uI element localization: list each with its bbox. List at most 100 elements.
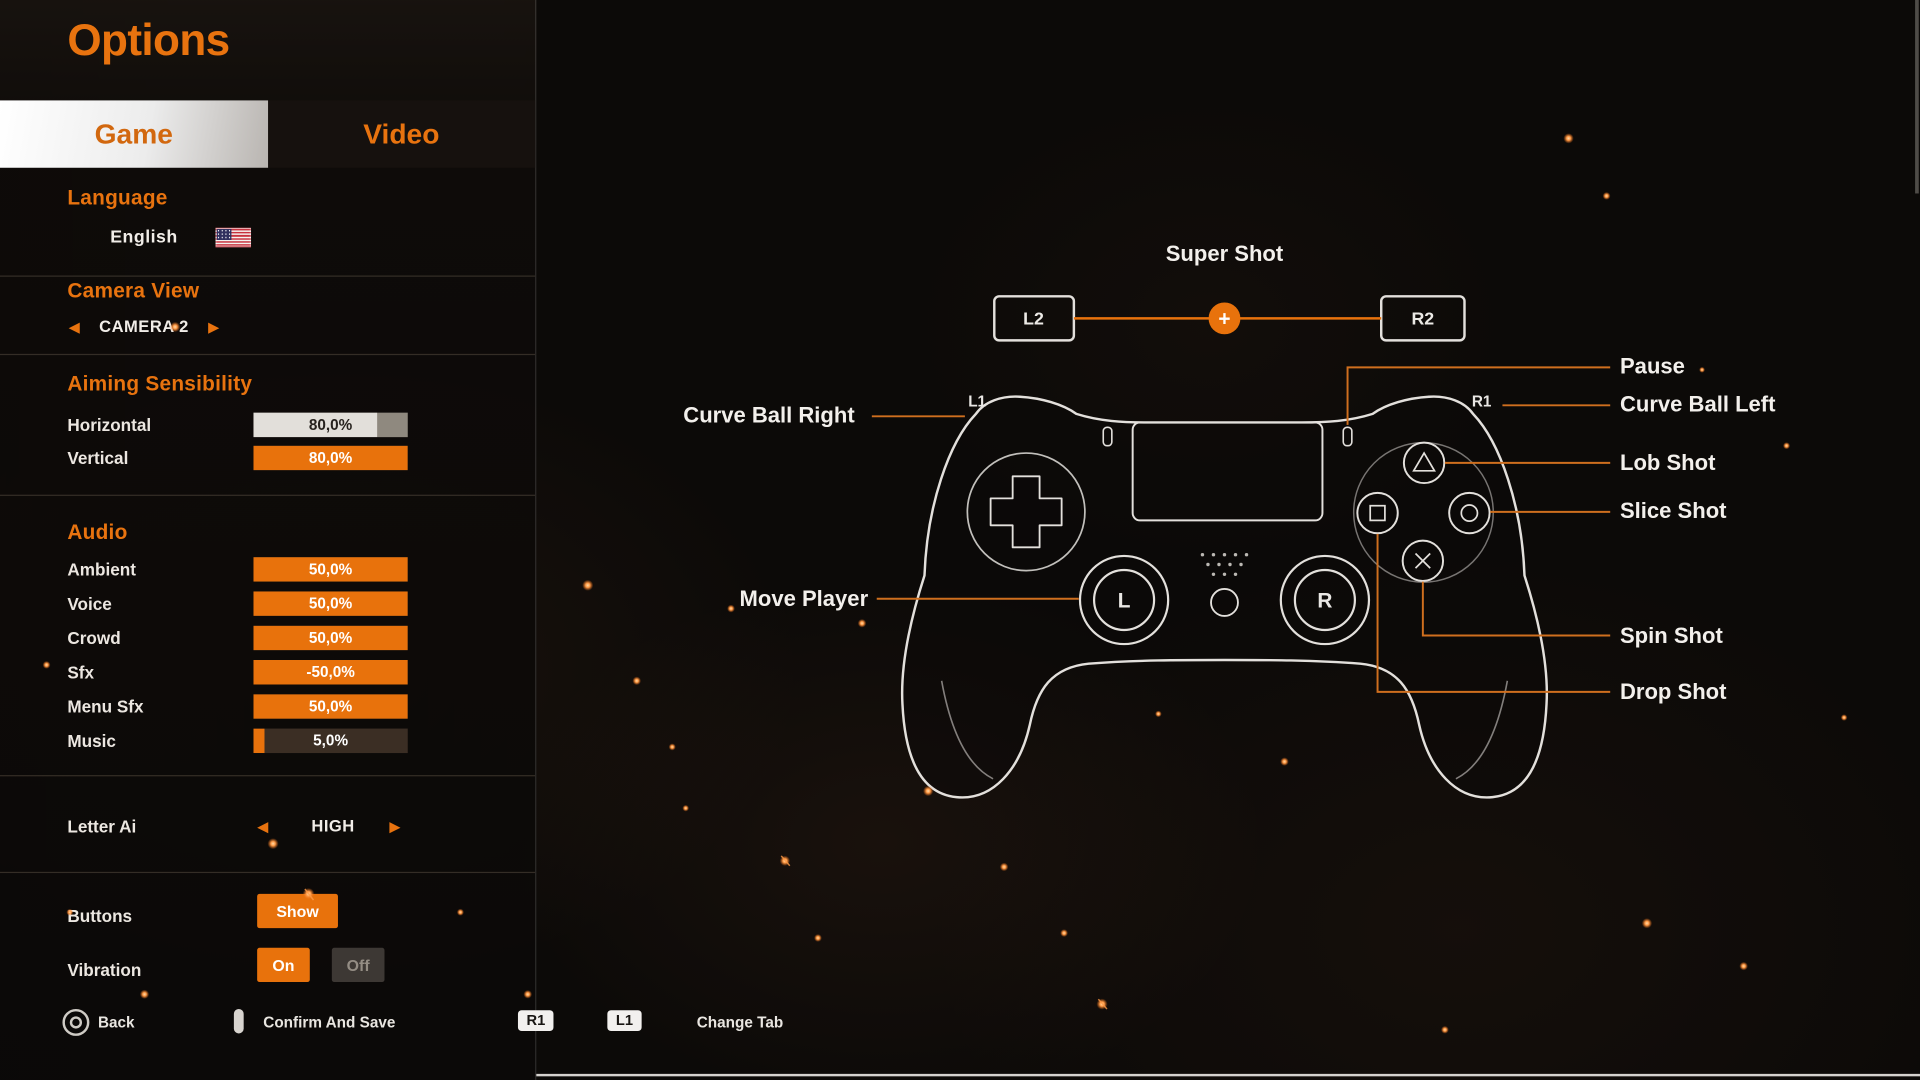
- label-line-spin-shot: [1421, 581, 1611, 637]
- plus-glyph: +: [1218, 308, 1230, 331]
- controller-body: [900, 395, 1549, 799]
- tab-video[interactable]: Video: [267, 100, 536, 168]
- page-title: Options: [67, 14, 230, 65]
- right-stick-label: R: [1317, 589, 1332, 612]
- controller-diagram: + L2 R2 Super Shot: [683, 241, 1776, 799]
- vertical-sensitivity-slider[interactable]: 80,0%: [253, 445, 408, 471]
- voice-volume-slider[interactable]: 50,0%: [253, 591, 408, 616]
- share-button-icon: [1102, 426, 1113, 447]
- tab-game[interactable]: Game: [0, 100, 268, 168]
- arrow-right-icon[interactable]: ▶: [389, 817, 401, 836]
- show-buttons-button[interactable]: Show: [257, 893, 338, 929]
- off-button-label: Off: [346, 955, 370, 975]
- aiming-sensibility-heading: Aiming Sensibility: [67, 372, 253, 396]
- slider-label: Sfx: [67, 662, 95, 683]
- scroll-indicator: [1915, 0, 1919, 194]
- ambient-volume-slider[interactable]: 50,0%: [253, 557, 408, 582]
- bottom-divider-line: [535, 1073, 1920, 1077]
- left-grip-crease: [940, 680, 994, 780]
- triangle-button-icon: [1402, 441, 1446, 485]
- menu-sfx-volume-slider[interactable]: 50,0%: [253, 694, 408, 719]
- on-button-label: On: [272, 955, 295, 975]
- vibration-on-button[interactable]: On: [257, 947, 310, 983]
- slider-label: Music: [67, 731, 116, 751]
- letter-ai-row: Letter Ai ◀ HIGH ▶: [0, 816, 535, 838]
- slider-label: Crowd: [67, 628, 121, 648]
- label-curve-ball-right: Curve Ball Right: [683, 402, 855, 427]
- divider: [0, 775, 536, 777]
- vibration-off-button[interactable]: Off: [331, 947, 385, 983]
- back-hint[interactable]: Back: [97, 1013, 135, 1032]
- language-row[interactable]: English: [0, 227, 535, 249]
- camera-view-row: ◀ CAMERA 2 ▶: [0, 316, 535, 338]
- slider-label: Horizontal: [67, 415, 152, 435]
- divider: [0, 353, 536, 356]
- r1-label: R1: [1472, 394, 1492, 411]
- label-drop-shot: Drop Shot: [1620, 679, 1727, 704]
- r1-badge: R1: [517, 1010, 554, 1032]
- slider-value: 50,0%: [308, 560, 353, 578]
- slider-fill: [253, 445, 408, 471]
- buttons-row: Buttons Show: [0, 893, 535, 933]
- language-value: English: [110, 227, 178, 248]
- ps-button-icon: [1210, 588, 1239, 617]
- slider-fill: [253, 412, 377, 438]
- right-grip-crease: [1455, 680, 1509, 780]
- label-line-pause: [1346, 366, 1611, 425]
- vertical-row: Vertical 80,0%: [0, 445, 535, 471]
- voice-row: Voice 50,0%: [0, 591, 535, 616]
- right-stick: [1279, 554, 1371, 646]
- l2-key-label: L2: [1023, 308, 1044, 328]
- slider-fill: [253, 728, 265, 754]
- label-line-drop-shot: [1376, 533, 1611, 693]
- slider-fill: [253, 659, 408, 685]
- dpad-icon: [989, 475, 1063, 549]
- sfx-row: Sfx -50,0%: [0, 659, 535, 685]
- tab-game-label: Game: [94, 117, 173, 150]
- horizontal-row: Horizontal 80,0%: [0, 412, 535, 438]
- speaker-dots: [1200, 552, 1249, 576]
- label-move-player: Move Player: [740, 586, 869, 611]
- slider-value: -50,0%: [306, 663, 355, 681]
- slider-label: Voice: [67, 593, 112, 614]
- divider: [0, 275, 536, 277]
- vibration-label: Vibration: [67, 959, 142, 980]
- square-button-icon: [1356, 491, 1399, 535]
- divider: [0, 871, 536, 874]
- crowd-volume-slider[interactable]: 50,0%: [253, 625, 408, 651]
- us-flag-icon: [215, 227, 252, 248]
- slider-label: Menu Sfx: [67, 696, 144, 717]
- l1-badge: L1: [607, 1010, 642, 1032]
- language-heading: Language: [67, 186, 168, 210]
- slider-label: Vertical: [67, 448, 129, 468]
- vibration-row: Vibration On Off: [0, 947, 535, 987]
- touchpad: [1131, 421, 1324, 522]
- confirm-and-save-hint[interactable]: Confirm And Save: [263, 1013, 396, 1032]
- buttons-label: Buttons: [67, 906, 133, 926]
- horizontal-sensitivity-slider[interactable]: 80,0%: [253, 412, 408, 438]
- sfx-volume-slider[interactable]: -50,0%: [253, 659, 408, 685]
- menu-sfx-row: Menu Sfx 50,0%: [0, 694, 535, 719]
- change-tab-hint[interactable]: Change Tab: [696, 1013, 784, 1032]
- arrow-left-icon[interactable]: ◀: [257, 817, 269, 836]
- label-curve-ball-left: Curve Ball Left: [1620, 391, 1776, 416]
- super-shot-plus-icon: [1208, 302, 1241, 335]
- l1-label: L1: [968, 394, 986, 411]
- audio-heading: Audio: [67, 520, 128, 544]
- dpad-platform: [966, 452, 1086, 572]
- slider-value: 80,0%: [308, 449, 353, 467]
- left-stick-label: L: [1118, 589, 1131, 612]
- music-volume-slider[interactable]: 5,0%: [253, 728, 408, 754]
- music-row: Music 5,0%: [0, 728, 535, 754]
- options-panel: Options Game Video Language English Came…: [0, 0, 537, 1080]
- crowd-row: Crowd 50,0%: [0, 625, 535, 651]
- label-lob-shot: Lob Shot: [1620, 450, 1716, 475]
- arrow-left-icon[interactable]: ◀: [68, 318, 80, 336]
- slider-fill: [253, 557, 408, 582]
- slider-label: Ambient: [67, 559, 136, 580]
- slider-value: 50,0%: [308, 595, 353, 613]
- circle-button-icon: [1448, 491, 1491, 535]
- arrow-right-icon[interactable]: ▶: [208, 318, 220, 336]
